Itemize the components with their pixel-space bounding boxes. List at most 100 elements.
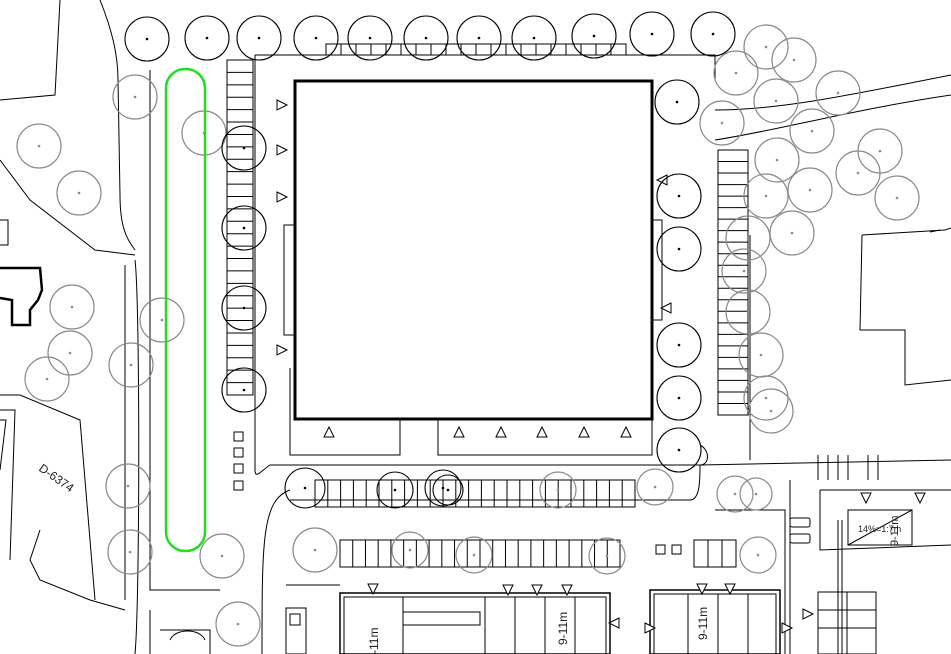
tree-icon (139, 297, 185, 343)
entrance-triangle (696, 583, 708, 596)
entrance-triangle (802, 608, 815, 620)
tree-icon (753, 78, 799, 124)
tree-icon (716, 475, 754, 513)
dimension-label: 9-11m (556, 612, 570, 645)
tree-symbols (16, 11, 920, 647)
parking-stalls (226, 43, 749, 568)
tree-icon (347, 15, 393, 61)
entrance-triangle (655, 174, 668, 186)
tree-icon (571, 13, 617, 59)
tree-icon (656, 322, 702, 368)
tree-icon (743, 24, 789, 70)
tree-icon (108, 342, 154, 388)
tree-icon (403, 15, 449, 61)
tree-icon (699, 100, 745, 146)
tree-icon (184, 15, 230, 61)
dimension-label: 9-11m (696, 607, 710, 640)
entrance-triangle (367, 583, 379, 596)
entrance-triangle (644, 622, 657, 634)
tree-icon (835, 150, 881, 196)
entrance-triangle (536, 425, 548, 438)
tree-icon (636, 468, 674, 506)
tree-icon (629, 11, 675, 57)
tree-icon (47, 330, 93, 376)
dimension-label: -11m (367, 628, 381, 654)
entrance-triangle (607, 617, 620, 629)
tree-icon (874, 175, 920, 221)
entrance-triangle (502, 584, 514, 597)
dimension-label: 9-11m (889, 516, 901, 546)
entrance-triangle (561, 584, 573, 597)
tree-icon (656, 173, 702, 219)
entrance-triangle (495, 425, 507, 438)
entrance-triangle (659, 302, 672, 314)
tree-icon (49, 284, 95, 330)
tree-icon (293, 15, 339, 61)
tree-icon (769, 210, 815, 256)
tree-icon (56, 170, 102, 216)
tree-icon (112, 74, 158, 120)
tree-icon (292, 527, 338, 573)
entrance-triangle (276, 344, 289, 356)
tree-icon (215, 601, 261, 647)
small-squares (233, 431, 811, 555)
tree-icon (588, 537, 626, 575)
tree-icon (815, 70, 861, 116)
tree-icon (725, 289, 771, 335)
tree-icon (721, 248, 767, 294)
entrance-triangle (724, 583, 736, 596)
tree-icon (284, 467, 326, 509)
tree-icon (456, 15, 502, 61)
tree-icon (424, 469, 462, 507)
tree-icon (739, 477, 773, 511)
entrance-triangle (453, 425, 465, 438)
entrance-triangle (860, 492, 872, 505)
tree-icon (771, 37, 817, 83)
tree-icon (16, 123, 62, 169)
tree-icon (236, 15, 282, 61)
tree-icon (690, 11, 736, 57)
tree-icon (221, 367, 267, 413)
entrance-triangle (578, 425, 590, 438)
tree-icon (857, 128, 903, 174)
tree-icon (743, 173, 789, 219)
tree-icon (738, 332, 784, 378)
tree-icon (656, 427, 702, 473)
tree-icon (539, 471, 577, 509)
tree-icon (789, 108, 835, 154)
tree-icon (743, 375, 789, 421)
entrance-triangle (620, 425, 632, 438)
tree-icon (656, 375, 702, 421)
tree-icon (199, 533, 245, 579)
entrance-triangle (914, 492, 926, 505)
entrance-triangle (276, 144, 289, 156)
tree-icon (124, 16, 170, 62)
slope-label: 14%=1:7m (858, 524, 901, 534)
tree-icon (748, 388, 794, 434)
entrance-triangle (531, 584, 543, 597)
tree-icon (107, 529, 153, 575)
tree-icon (221, 205, 267, 251)
tree-icon (221, 125, 267, 171)
tree-icon (376, 471, 414, 509)
right-buildings (789, 227, 951, 654)
tree-icon (739, 536, 777, 574)
tree-icon (754, 137, 800, 183)
tree-icon (24, 356, 70, 402)
parcel-label: D-6374 (36, 461, 77, 495)
tree-icon (105, 463, 151, 509)
entrance-triangle (276, 191, 289, 203)
tree-icon (511, 15, 557, 61)
tree-icon (787, 167, 833, 213)
entrance-triangle (276, 99, 289, 111)
tree-icon (391, 531, 429, 569)
left-building-outline (0, 266, 44, 327)
tree-icon (654, 79, 700, 125)
tree-icon (455, 536, 493, 574)
tree-icon (725, 215, 771, 261)
highlight-strip (164, 67, 207, 553)
entrance-triangle (323, 425, 335, 438)
entrance-triangle (781, 622, 794, 634)
tree-icon (432, 474, 464, 506)
